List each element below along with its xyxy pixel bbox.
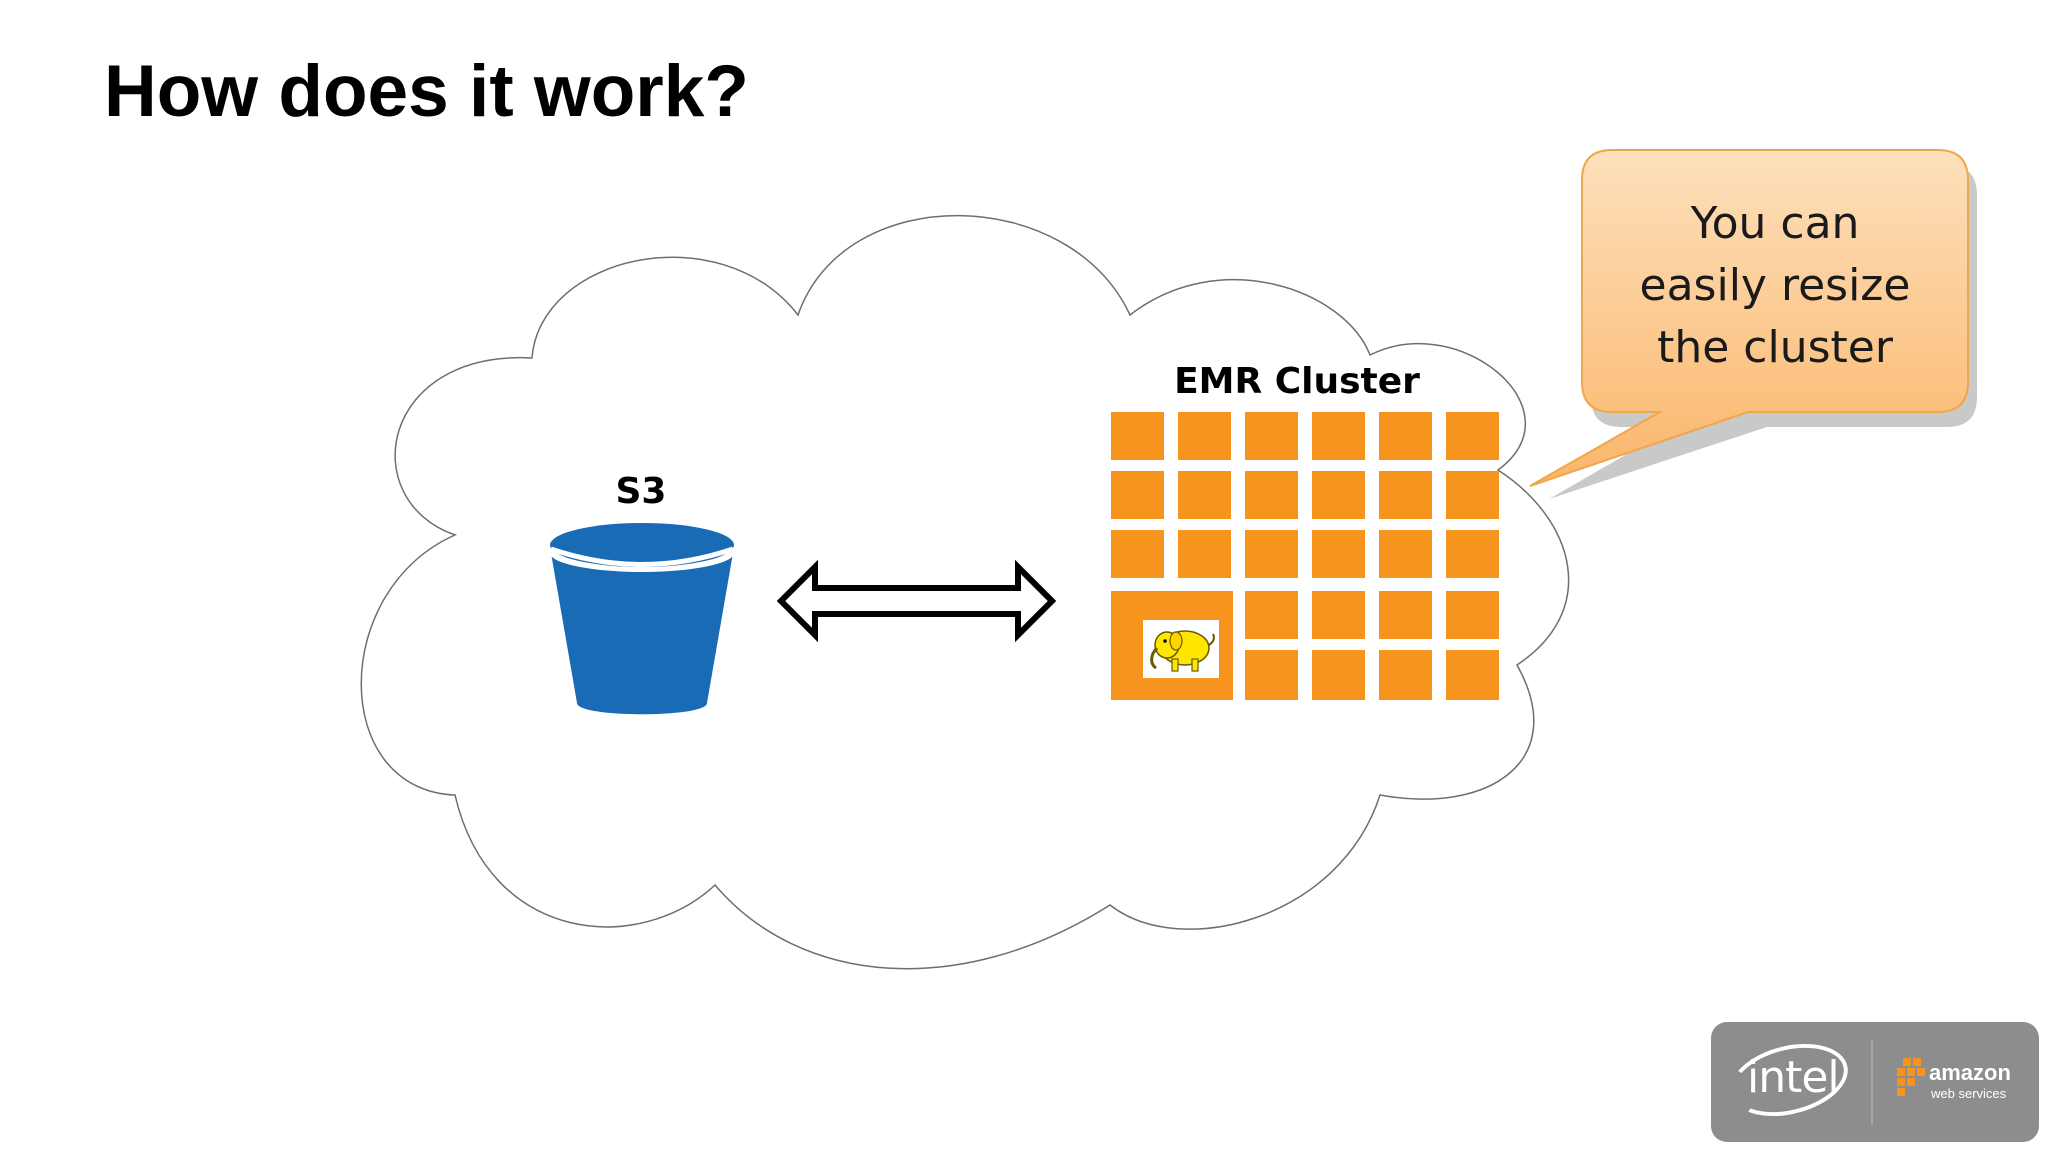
aws-logo: amazon web services: [1895, 1056, 2031, 1116]
cluster-node: [1245, 530, 1298, 578]
cluster-node: [1379, 650, 1432, 700]
cluster-node: [1111, 471, 1164, 519]
cluster-node: [1245, 471, 1298, 519]
cluster-node: [1312, 650, 1365, 700]
aws-cubes-icon: [1897, 1058, 1925, 1096]
intel-logo: intel: [1722, 1032, 1856, 1128]
cluster-node: [1245, 591, 1298, 639]
cluster-node: [1446, 412, 1499, 460]
emr-cluster-label: EMR Cluster: [1174, 361, 1420, 402]
cluster-node: [1446, 471, 1499, 519]
sponsor-logo-box: intel amazon web services: [1711, 1022, 2039, 1142]
cluster-node: [1111, 412, 1164, 460]
cluster-node: [1379, 530, 1432, 578]
logo-divider: [1871, 1040, 1873, 1124]
cluster-node: [1178, 530, 1231, 578]
intel-wordmark: intel: [1747, 1052, 1840, 1103]
cluster-node: [1446, 650, 1499, 700]
callout-line-1: You can: [1690, 198, 1860, 249]
emr-cluster-grid: [1111, 412, 1499, 700]
s3-bucket-icon: [550, 523, 734, 715]
aws-subtitle: web services: [1931, 1086, 2007, 1101]
cluster-node: [1379, 412, 1432, 460]
cluster-node: [1312, 591, 1365, 639]
cluster-node: [1312, 471, 1365, 519]
cluster-node: [1178, 412, 1231, 460]
callout-line-2: easily resize: [1640, 260, 1911, 311]
cluster-node: [1111, 530, 1164, 578]
callout-line-3: the cluster: [1657, 322, 1894, 373]
callout-bubble: You can easily resize the cluster: [1529, 149, 1977, 499]
cluster-node: [1379, 591, 1432, 639]
cluster-node: [1446, 591, 1499, 639]
hadoop-elephant-icon: [1143, 620, 1219, 678]
cluster-node: [1446, 530, 1499, 578]
bidirectional-arrow-icon: [776, 559, 1057, 643]
s3-label: S3: [616, 471, 667, 512]
aws-wordmark: amazon: [1929, 1060, 2011, 1085]
cluster-node: [1379, 471, 1432, 519]
cluster-node: [1312, 412, 1365, 460]
cluster-node: [1245, 412, 1298, 460]
cluster-node: [1312, 530, 1365, 578]
slide-title: How does it work?: [104, 51, 749, 132]
cluster-node: [1245, 650, 1298, 700]
cluster-node: [1178, 471, 1231, 519]
